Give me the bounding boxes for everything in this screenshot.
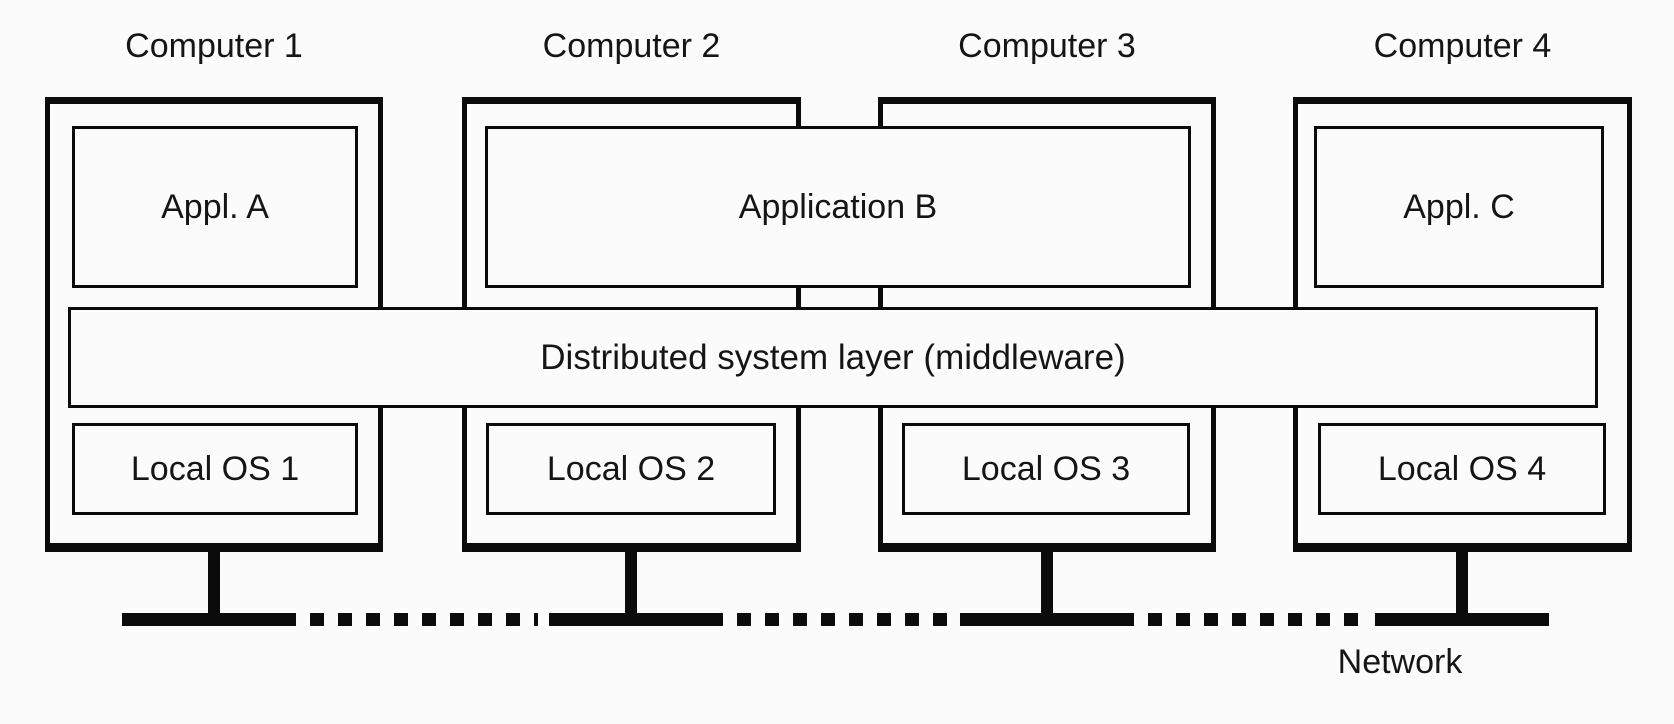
network-stub-2: [625, 548, 637, 620]
local-os-3-box: Local OS 3: [902, 423, 1190, 515]
computer-3-label: Computer 3: [958, 27, 1136, 65]
network-stub-4: [1456, 548, 1468, 620]
middleware-layer-box: Distributed system layer (middleware): [68, 307, 1598, 408]
network-bus-dashed-3: [1148, 613, 1364, 626]
local-os-4-box: Local OS 4: [1318, 423, 1606, 515]
network-bus-solid-4: [1375, 613, 1549, 626]
local-os-4-label: Local OS 4: [1377, 449, 1547, 488]
computer-4-label: Computer 4: [1373, 27, 1552, 65]
application-b-box: Application B: [485, 126, 1191, 288]
network-bus-solid-3: [960, 613, 1134, 626]
network-bus-solid-2: [549, 613, 723, 626]
application-b-label: Application B: [738, 187, 938, 226]
network-label: Network: [1337, 643, 1463, 681]
local-os-3-label: Local OS 3: [961, 449, 1131, 488]
computer-2-label: Computer 2: [542, 27, 721, 65]
local-os-1-box: Local OS 1: [72, 423, 358, 515]
local-os-2-box: Local OS 2: [486, 423, 776, 515]
appl-a-label: Appl. A: [161, 187, 269, 226]
network-stub-3: [1041, 548, 1053, 620]
appl-a-box: Appl. A: [72, 126, 358, 288]
network-stub-1: [208, 548, 220, 620]
appl-c-label: Appl. C: [1403, 187, 1515, 226]
network-bus-solid-1: [122, 613, 296, 626]
appl-c-box: Appl. C: [1314, 126, 1604, 288]
network-bus-dashed-1: [310, 613, 538, 626]
network-bus-dashed-2: [737, 613, 949, 626]
middleware-layer-label: Distributed system layer (middleware): [540, 337, 1126, 377]
computer-1-label: Computer 1: [125, 27, 303, 65]
local-os-1-label: Local OS 1: [130, 449, 300, 488]
local-os-2-label: Local OS 2: [546, 449, 716, 488]
